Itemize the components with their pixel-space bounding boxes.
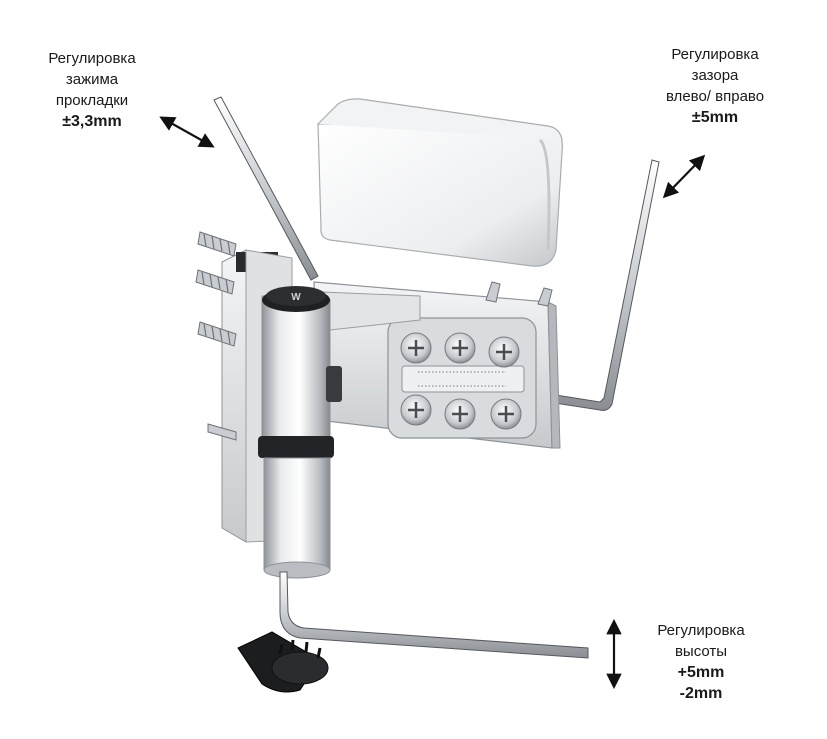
callout-clamp-line-2: зажима <box>65 71 119 88</box>
frame-pin <box>207 423 237 441</box>
callout-clamp-line-1: Регулировка <box>48 50 136 67</box>
hinge-end-cap <box>237 631 329 693</box>
frame-screw <box>195 269 235 295</box>
callout-gap-value: ±5mm <box>691 109 739 126</box>
phillips-screw <box>444 398 476 430</box>
frame-screws <box>195 231 237 441</box>
callout-height-value-minus: -2mm <box>679 685 723 702</box>
phillips-screw <box>488 336 520 368</box>
phillips-screw <box>490 398 522 430</box>
frame-screw <box>197 231 237 257</box>
phillips-screw <box>444 332 476 364</box>
callout-height-line-2: высоты <box>674 643 728 660</box>
allen-key-gap <box>547 159 660 411</box>
callout-gap-line-1: Регулировка <box>671 46 759 63</box>
callout-clamp-value: ±3,3mm <box>62 113 122 130</box>
hinge-logo: W <box>291 292 301 303</box>
callout-clamp-adjustment: Регулировка зажима прокладки ±3,3mm <box>22 48 162 132</box>
sash-screws <box>400 332 522 430</box>
hinge-cover-cap <box>317 98 563 267</box>
callout-height-value-plus: +5mm <box>677 664 725 681</box>
arrow-gap <box>662 154 706 199</box>
hinge-knuckle: W <box>258 286 421 579</box>
allen-key-height <box>279 571 589 659</box>
frame-screw <box>197 321 237 347</box>
arrow-clamp <box>159 116 215 148</box>
phillips-screw <box>400 332 432 364</box>
callout-height-line-1: Регулировка <box>657 622 745 639</box>
callout-height-adjustment: Регулировка высоты +5mm -2mm <box>636 620 766 704</box>
callout-gap-line-2: зазора <box>691 67 739 84</box>
callout-gap-line-3: влево/ вправо <box>665 88 765 105</box>
phillips-screw <box>400 394 432 426</box>
callout-gap-adjustment: Регулировка зазора влево/ вправо ±5mm <box>640 44 790 128</box>
callout-clamp-line-3: прокладки <box>55 92 129 109</box>
allen-key-clamp <box>213 96 319 281</box>
